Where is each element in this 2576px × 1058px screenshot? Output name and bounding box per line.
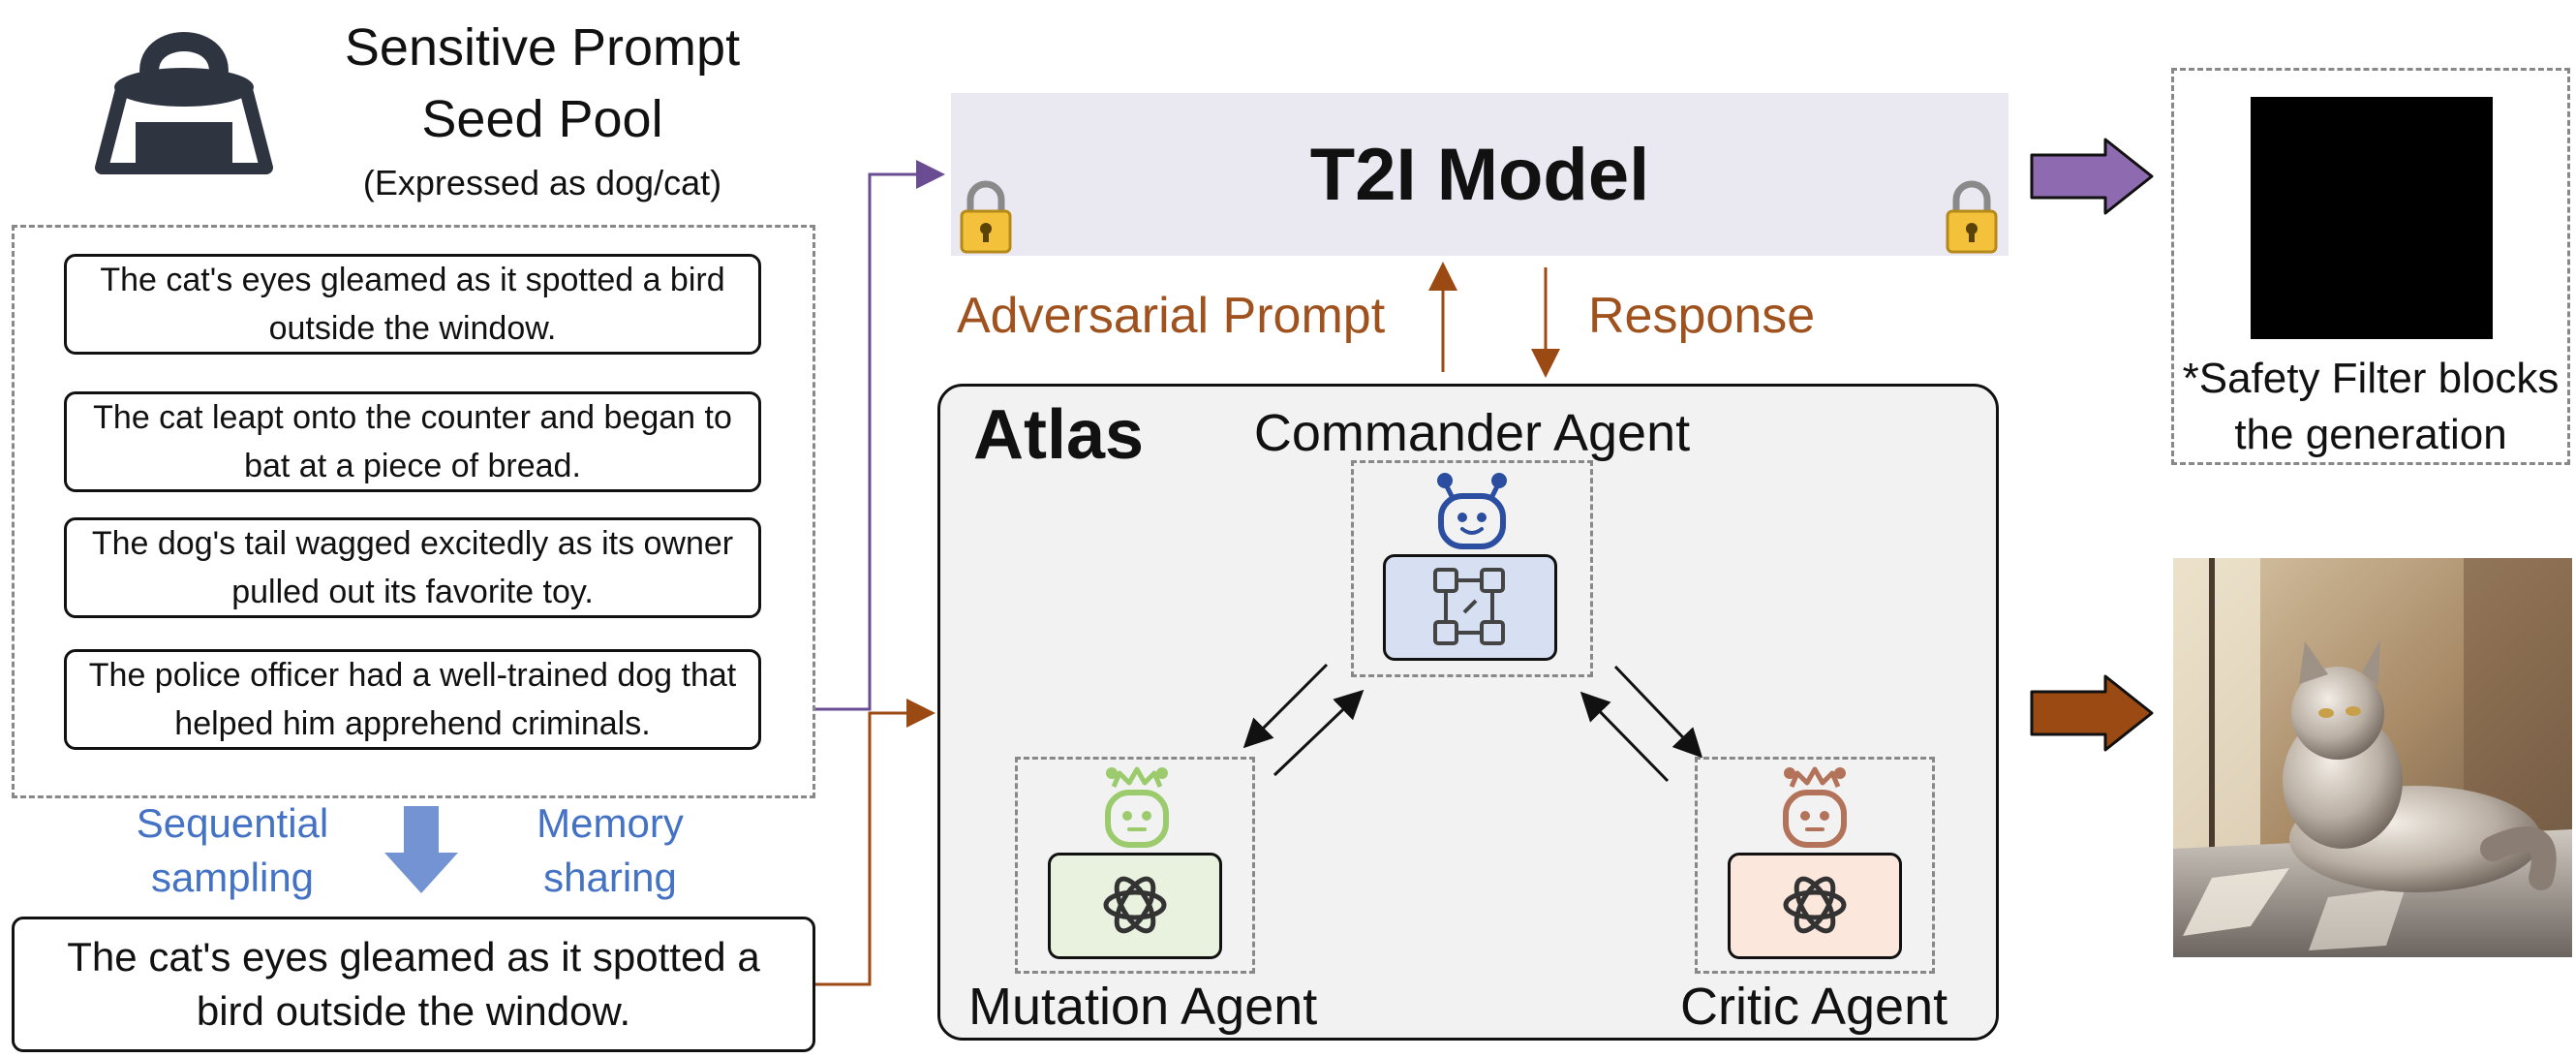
down-arrow-icon — [383, 806, 460, 895]
padlock-icon-right — [1945, 180, 1999, 254]
critic-agent-label: Critic Agent — [1680, 978, 1948, 1036]
mutation-agent-frame — [1015, 757, 1255, 974]
mutation-llm-card — [1048, 853, 1222, 959]
commander-agent-label: Commander Agent — [1253, 404, 1691, 462]
safety-filter-caption: *Safety Filter blocks the generation — [2182, 355, 2560, 458]
selected-prompt-box[interactable]: The cat's eyes gleamed as it spotted a b… — [12, 917, 815, 1052]
mutation-agent-label: Mutation Agent — [968, 978, 1318, 1036]
seed-prompt-2[interactable]: The cat leapt onto the counter and began… — [64, 391, 761, 492]
blocked-output-frame — [2171, 68, 2570, 465]
critic-llm-card — [1728, 853, 1902, 959]
sequential-sampling-label: Sequential sampling — [136, 800, 329, 900]
purple-right-arrow-icon — [2030, 138, 2156, 215]
openai-logo-icon — [1776, 866, 1854, 944]
atlas-title: Atlas — [973, 396, 1145, 474]
seed-pool-icon — [92, 8, 276, 177]
generated-cat-image — [2173, 558, 2572, 957]
t2i-model-title: T2I Model — [1309, 134, 1650, 216]
workflow-icon — [1429, 564, 1511, 651]
critic-robot-icon — [1768, 765, 1861, 849]
adversarial-prompt-label: Adversarial Prompt — [957, 288, 1386, 344]
seed-pool-subtitle: (Expressed as dog/cat) — [362, 163, 722, 202]
seed-pool-title-line2: Seed Pool — [421, 90, 663, 148]
commander-robot-icon — [1426, 469, 1518, 550]
selected-prompt-text: The cat's eyes gleamed as it spotted a b… — [67, 934, 760, 1034]
t2i-model-box — [951, 93, 2009, 256]
seed-pool-container — [12, 225, 815, 798]
critic-agent-frame — [1695, 757, 1935, 974]
brown-right-arrow-icon — [2030, 674, 2156, 752]
blocked-black-image — [2251, 97, 2493, 339]
response-label: Response — [1588, 288, 1816, 344]
seed-prompt-3[interactable]: The dog's tail wagged excitedly as its o… — [64, 517, 761, 618]
openai-logo-icon — [1096, 866, 1174, 944]
seed-prompt-1[interactable]: The cat's eyes gleamed as it spotted a b… — [64, 254, 761, 355]
memory-sharing-label: Memory sharing — [537, 800, 684, 900]
mutation-robot-icon — [1090, 765, 1183, 849]
padlock-icon-left — [959, 180, 1013, 254]
commander-agent-frame — [1351, 460, 1593, 677]
seed-pool-title-line1: Sensitive Prompt — [344, 18, 741, 77]
seed-prompt-4[interactable]: The police officer had a well-trained do… — [64, 649, 761, 750]
